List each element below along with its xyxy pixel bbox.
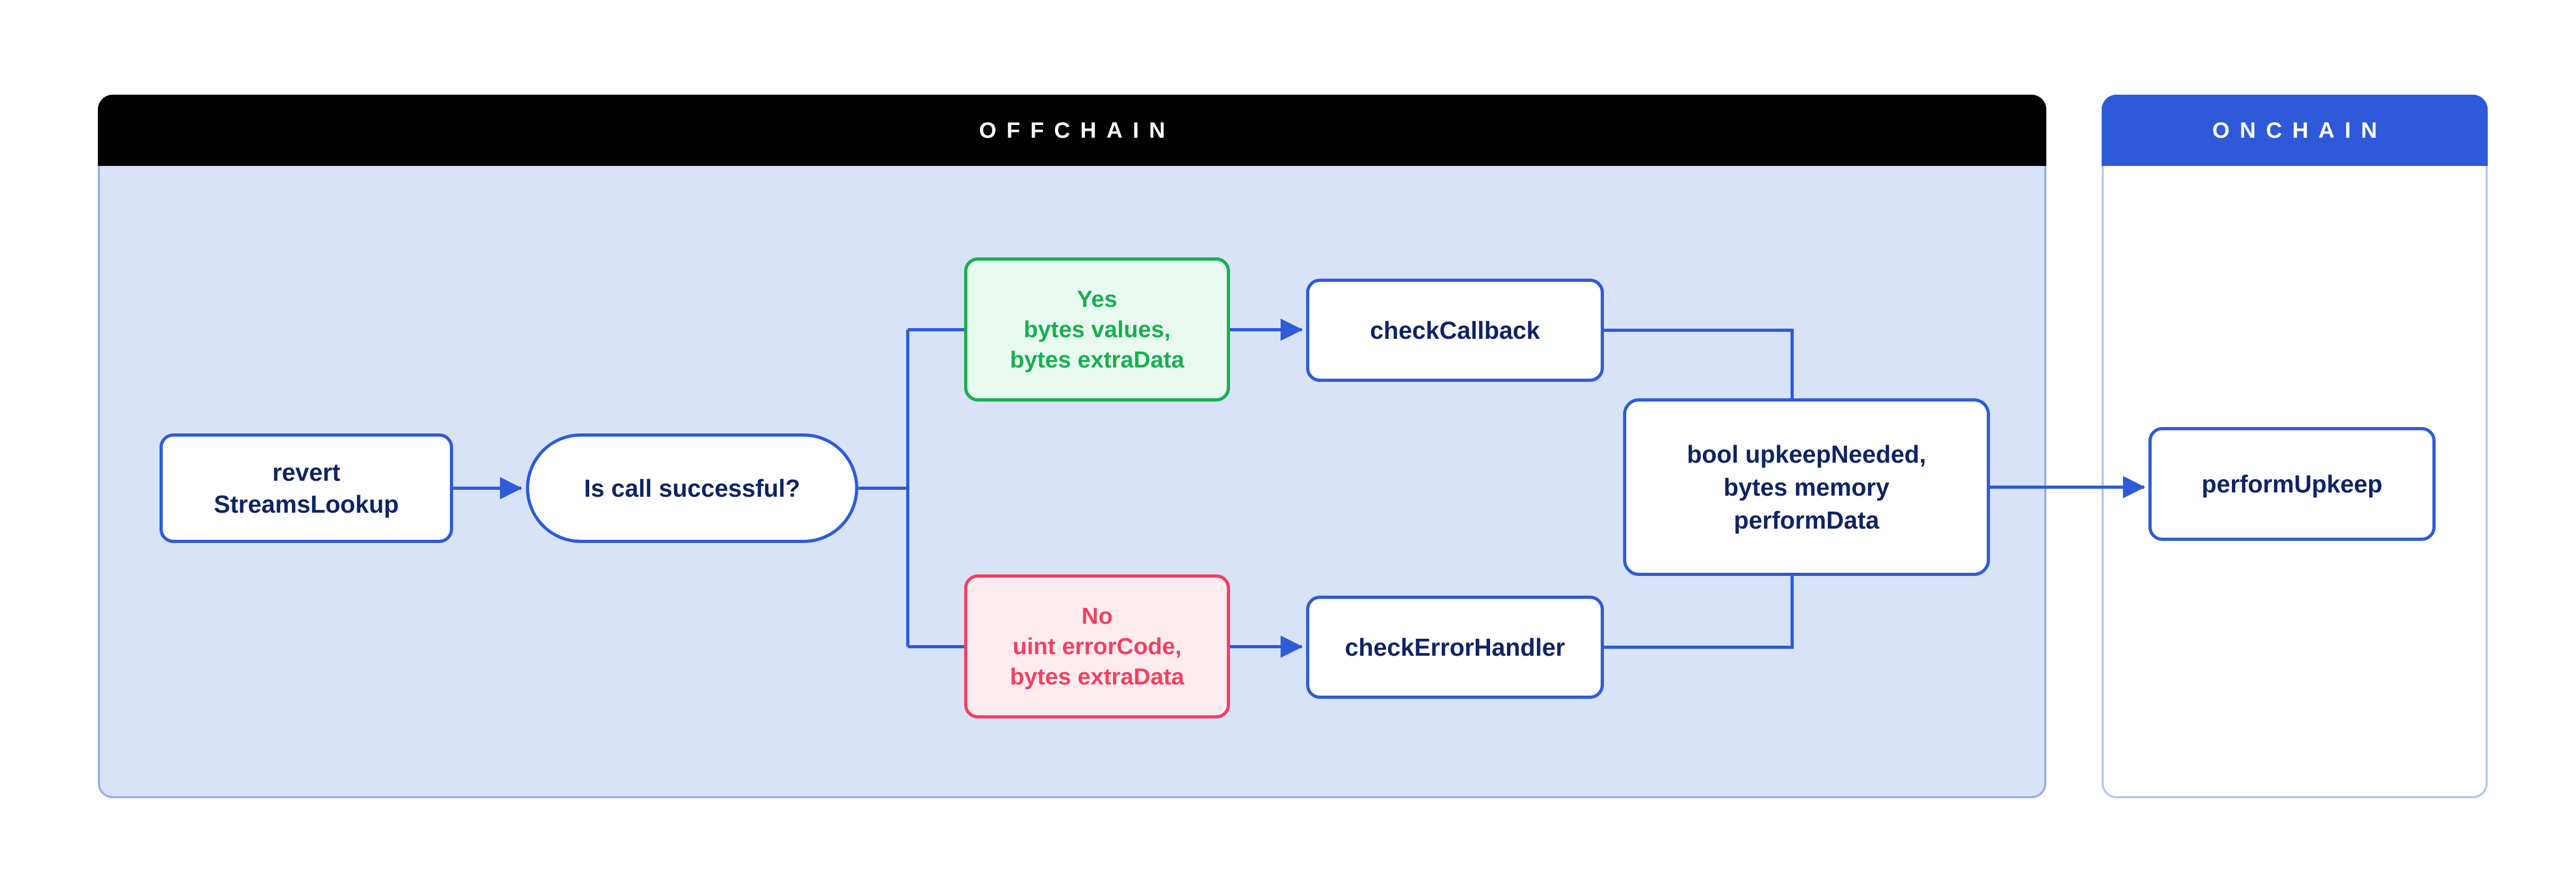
node-check-error-handler: checkErrorHandler [1306,596,1604,699]
node-result-line-3: performData [1734,506,1879,534]
onchain-panel-header: ONCHAIN [2102,95,2488,166]
node-revert-line-1: revert [272,458,340,486]
offchain-panel-title: OFFCHAIN [979,118,1175,143]
node-perform-upkeep: performUpkeep [2148,427,2436,541]
node-result-line-2: bytes memory [1724,473,1889,501]
node-check-error-handler-label: checkErrorHandler [1344,633,1566,661]
onchain-panel-title: ONCHAIN [2212,118,2387,143]
node-yes-branch: Yes bytes values, bytes extraData [964,257,1230,402]
node-upkeep-result: bool upkeepNeeded, bytes memory performD… [1623,398,1990,576]
node-question-label: Is call successful? [584,474,800,502]
edge-check-callback-to-result [1604,329,1794,404]
node-revert-line-2: StreamsLookup [214,490,399,518]
edge-check-error-handler-to-result [1604,570,1794,649]
node-perform-upkeep-label: performUpkeep [2202,470,2382,498]
node-no-line-3: bytes extraData [1010,664,1184,690]
node-check-callback-label: checkCallback [1370,316,1540,344]
node-result-line-1: bool upkeepNeeded, [1687,440,1926,468]
node-check-callback: checkCallback [1306,279,1604,382]
node-yes-line-1: Yes [1077,286,1117,312]
offchain-panel-header: OFFCHAIN [98,95,2046,166]
node-no-branch: No uint errorCode, bytes extraData [964,574,1230,718]
node-no-line-2: uint errorCode, [1013,633,1182,659]
node-revert-streamslookup: revert StreamsLookup [160,433,453,543]
node-yes-line-2: bytes values, [1023,316,1171,342]
node-is-call-successful: Is call successful? [526,433,858,543]
node-yes-line-3: bytes extraData [1010,347,1184,373]
node-no-line-1: No [1081,603,1113,629]
